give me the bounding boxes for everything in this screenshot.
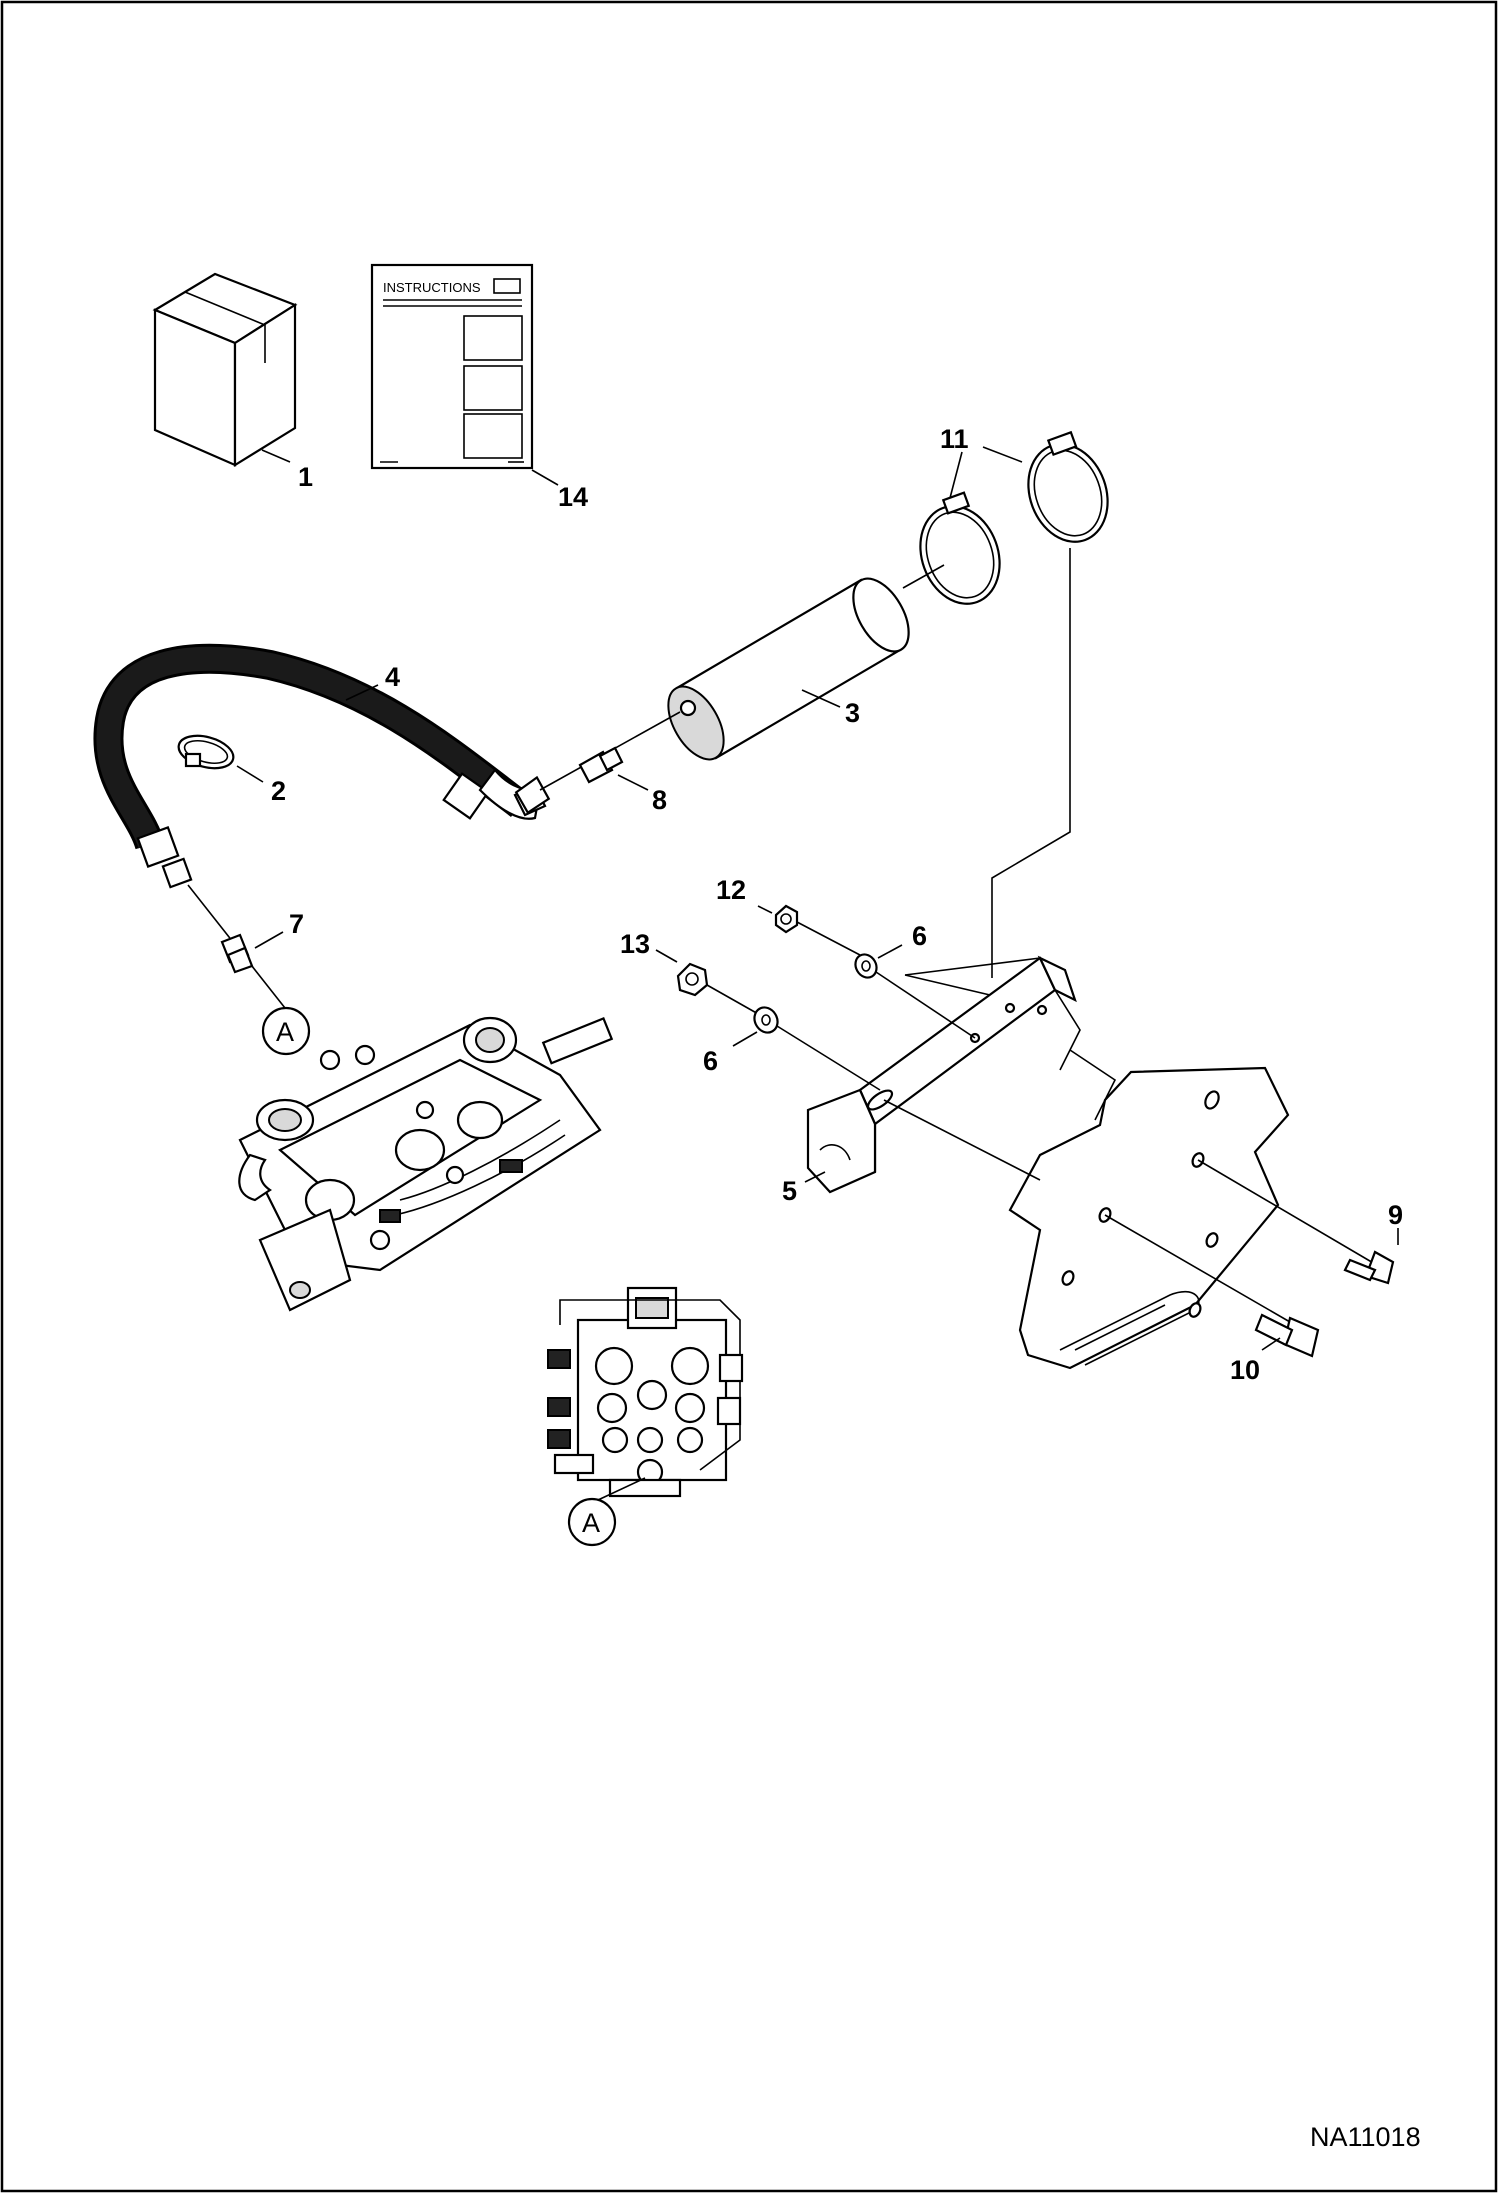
detail-marker-a-upper: A (276, 1017, 294, 1047)
callout-12: 12 (716, 875, 746, 905)
callout-8: 8 (652, 785, 667, 815)
callout-6-upper: 6 (912, 921, 927, 951)
part-5-bracket (806, 955, 1117, 1194)
part-9-bolt (1343, 1250, 1395, 1285)
callout-2: 2 (271, 776, 286, 806)
part-13-nut (676, 962, 761, 1016)
callout-4: 4 (385, 662, 400, 692)
part-11-hose-clamps (919, 430, 1109, 605)
control-valve-front (547, 1286, 744, 1498)
part-4-hose (93, 643, 551, 889)
part-2-clamp (177, 734, 235, 770)
callout-14: 14 (558, 482, 588, 512)
part-6-washer-upper (854, 953, 976, 1039)
part-12-nut (774, 904, 861, 956)
callout-13: 13 (620, 929, 650, 959)
detail-marker-a-upper-circle (261, 1006, 311, 1056)
callout-11: 11 (940, 424, 969, 454)
callout-1: 1 (298, 462, 313, 492)
control-valve-isometric (238, 1016, 614, 1312)
part-10-bolt (1254, 1313, 1320, 1358)
detail-marker-a-lower: A (582, 1508, 600, 1538)
callout-3: 3 (845, 698, 860, 728)
mounting-plate (1008, 1066, 1290, 1370)
part-3-filter (667, 577, 910, 761)
drawing-number: NA11018 (1310, 2122, 1421, 2152)
part-1-kit-box (152, 272, 298, 467)
callout-7: 7 (289, 909, 304, 939)
callout-6-lower: 6 (703, 1046, 718, 1076)
callout-9: 9 (1388, 1200, 1403, 1230)
instructions-title: INSTRUCTIONS (383, 280, 481, 295)
callout-10: 10 (1230, 1355, 1260, 1385)
part-8-adapter (539, 711, 681, 791)
callout-5: 5 (782, 1176, 797, 1206)
detail-marker-a-lower-circle (567, 1497, 617, 1547)
part-14-instructions-sheet: INSTRUCTIONS (370, 263, 534, 470)
part-6-washer-lower (753, 1006, 881, 1091)
part-7-fitting (187, 884, 286, 1009)
